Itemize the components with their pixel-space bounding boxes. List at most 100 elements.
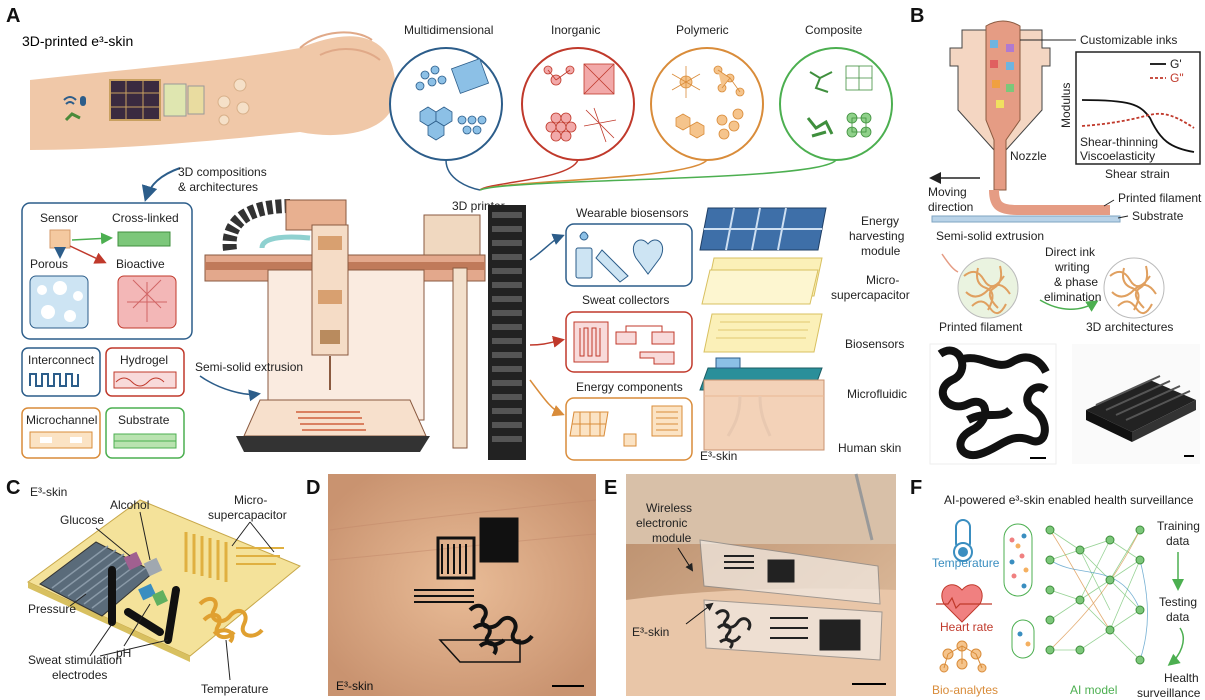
compositions-label-2: & architectures [178, 180, 258, 194]
nozzle-illustration [931, 20, 1121, 223]
sweat-electrodes-label-2: electrodes [52, 668, 107, 682]
panelE-photo [626, 473, 896, 696]
panelD-photo [328, 474, 597, 696]
neural-network-illustration [1045, 525, 1148, 665]
nozzle-label: Nozzle [1010, 149, 1047, 163]
diw-arrow [1039, 299, 1099, 312]
extrusion-b-arrow [941, 253, 959, 273]
alcohol-label: Alcohol [110, 498, 149, 512]
health-label-2: surveillance [1137, 686, 1201, 700]
pressure-label: Pressure [28, 602, 76, 616]
wireless-label-3: module [652, 531, 692, 545]
panelF-title: AI-powered e³-skin enabled health survei… [944, 493, 1194, 507]
hydrogel-box: Hydrogel [105, 347, 185, 397]
bio-analytes-icon [939, 640, 987, 673]
3d-printer-illustration [204, 199, 526, 460]
arrow-arm-to-features [141, 167, 181, 202]
biosensors-box [565, 223, 693, 287]
panelC-eskin-label: E³-skin [30, 485, 67, 499]
bio-analytes-label: Bio-analytes [932, 683, 998, 697]
panel-letter-b: B [910, 5, 924, 27]
3d-architectures-caption: 3D architectures [1086, 320, 1173, 334]
extrusion-b-label: Semi-solid extrusion [936, 229, 1044, 243]
feature-crosslinked-label: Cross-linked [112, 211, 179, 225]
health-label-1: Health [1164, 671, 1199, 685]
compositions-label-1: 3D compositions [178, 165, 267, 179]
layer-eskin-label: E³-skin [700, 449, 737, 463]
layer-harvest-2: harvesting [849, 229, 904, 243]
multidimensional-circle [389, 47, 503, 161]
panel-letter-a: A [6, 5, 20, 27]
material-inorganic-label: Inorganic [551, 23, 600, 37]
panel-letter-d: D [306, 477, 320, 499]
serpentine-photo [929, 343, 1057, 465]
diw-label-4: elimination [1044, 290, 1101, 304]
feature-sensor-label: Sensor [40, 211, 78, 225]
inorganic-circle [521, 47, 635, 161]
inks-label: Customizable inks [1080, 33, 1177, 47]
ai-model-label: AI model [1070, 683, 1117, 697]
feature-bioactive-label: Bioactive [116, 257, 165, 271]
substrate-box: Substrate [105, 407, 185, 459]
polymeric-circle [650, 47, 764, 161]
testing-label-2: data [1166, 610, 1190, 624]
substrate-leader [1117, 215, 1129, 219]
testing-label-1: Testing [1159, 595, 1197, 609]
moving-label-2: direction [928, 200, 973, 214]
layer-human-skin: Human skin [838, 441, 901, 455]
energy-components-box [565, 397, 693, 461]
3d-architecture-circle [1103, 257, 1165, 319]
legend-g-double-prime: G" [1170, 71, 1184, 85]
structure-microchannel-label: Microchannel [26, 413, 97, 427]
panelE-eskin-label: E³-skin [632, 625, 669, 639]
training-label-1: Training [1157, 519, 1200, 533]
feature-porous-label: Porous [30, 257, 68, 271]
layer-harvest-1: Energy [861, 214, 899, 228]
material-multidimensional-label: Multidimensional [404, 23, 493, 37]
structure-hydrogel-label: Hydrogel [120, 353, 168, 367]
annot-viscoelasticity: Viscoelasticity [1080, 149, 1155, 163]
panel-letter-c: C [6, 477, 20, 499]
layer-harvest-3: module [861, 244, 901, 258]
layer-microfluidic: Microfluidic [847, 387, 907, 401]
module-energy-label: Energy components [576, 380, 683, 394]
panelC-temperature-label: Temperature [201, 682, 269, 696]
eskin-device-illustration [27, 499, 301, 662]
printer-label: 3D printer [452, 199, 505, 213]
temperature-label: Temperature [932, 556, 1000, 570]
e3-skin-layer-stack [699, 207, 827, 451]
sweat-electrodes-label-1: Sweat stimulation [28, 653, 122, 667]
3d-architecture-photo [1072, 344, 1200, 464]
material-composite-label: Composite [805, 23, 863, 37]
training-label-2: data [1166, 534, 1190, 548]
temperature-icon [953, 519, 973, 562]
panel-letter-f: F [910, 477, 922, 499]
wireless-arrow [677, 547, 694, 572]
diw-label-2: writing [1054, 260, 1090, 274]
data-cluster-blobs [1003, 523, 1035, 659]
module-biosensors-label: Wearable biosensors [576, 206, 689, 220]
moving-label-1: Moving [928, 185, 967, 199]
heart-icon [936, 584, 992, 623]
arrow-to-sweat [529, 335, 565, 348]
wireless-label-1: Wireless [646, 501, 692, 515]
panelD-eskin-label: E³-skin [336, 679, 373, 693]
sweat-collectors-box [565, 311, 693, 373]
substrate-label: Substrate [1132, 209, 1184, 223]
interconnect-box: Interconnect [21, 347, 101, 397]
panelC-msc-1: Micro- [234, 493, 267, 507]
axis-ylabel-modulus: Modulus [1059, 83, 1073, 128]
layer-msc-2: supercapacitor [831, 288, 910, 302]
structure-interconnect-label: Interconnect [28, 353, 95, 367]
printed-filament-caption: Printed filament [939, 320, 1023, 334]
panelA-title: 3D-printed e³-skin [22, 33, 133, 49]
structure-substrate-label: Substrate [118, 413, 170, 427]
axis-xlabel-shear-strain: Shear strain [1105, 167, 1170, 181]
heart-rate-label: Heart rate [940, 620, 994, 634]
panelE-eskin-arrow [685, 602, 714, 625]
diw-label-1: Direct ink [1045, 245, 1096, 259]
arrow-to-biosensors [529, 233, 565, 261]
glucose-label: Glucose [60, 513, 104, 527]
panel-letter-e: E [604, 477, 617, 499]
arrow-to-energy [529, 379, 565, 417]
